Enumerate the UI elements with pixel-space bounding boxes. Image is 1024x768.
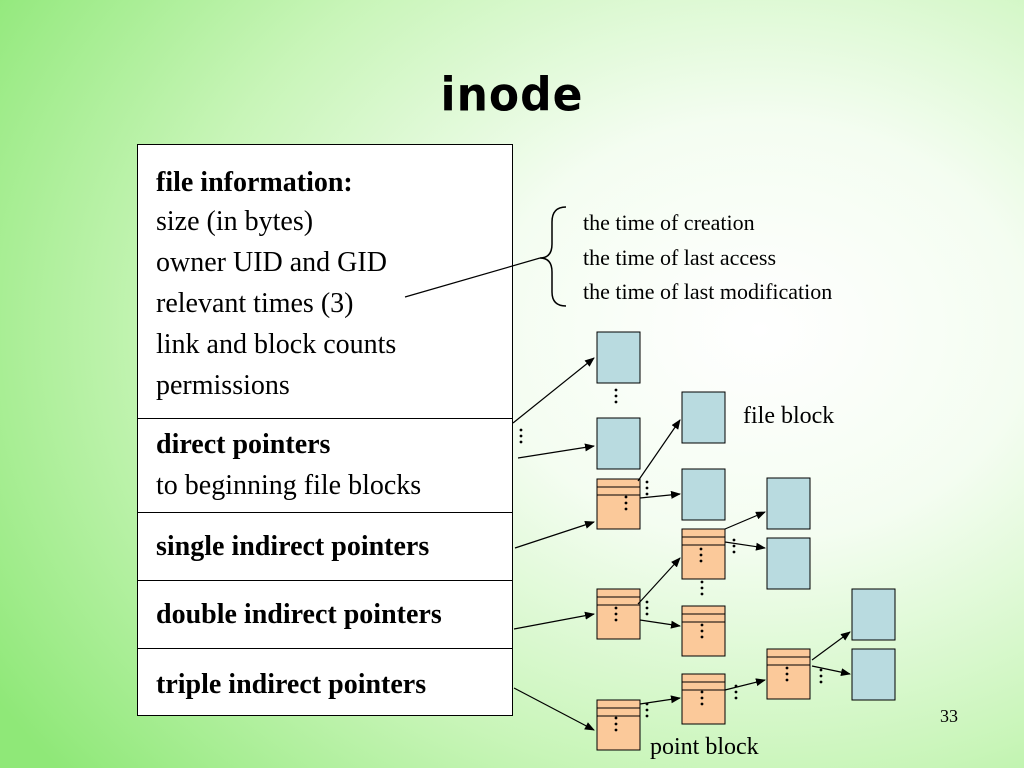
times-connector <box>404 257 541 298</box>
point-block <box>681 528 726 580</box>
file-block <box>596 331 641 384</box>
file-block <box>766 537 811 590</box>
point-block <box>681 605 726 657</box>
ellipsis-dots <box>624 495 628 511</box>
slide-title: inode <box>440 68 584 123</box>
pointer-arrow <box>639 490 681 499</box>
inode-table: file information: size (in bytes) owner … <box>137 144 513 716</box>
ellipsis-dots <box>819 668 823 684</box>
counts-line: link and block counts <box>156 329 397 360</box>
triple-indirect-section: triple indirect pointers <box>138 649 512 717</box>
ellipsis-dots <box>734 684 738 700</box>
file-information-section: file information: size (in bytes) owner … <box>138 145 512 419</box>
direct-pointers-heading: direct pointers <box>156 429 331 460</box>
point-block <box>596 588 641 640</box>
pointer-arrow <box>514 521 595 549</box>
file-block <box>596 417 641 470</box>
pointer-arrow <box>639 619 681 629</box>
time-of-last-modification: the time of last modification <box>583 279 833 304</box>
owner-line: owner UID and GID <box>156 247 387 278</box>
size-line: size (in bytes) <box>156 206 314 237</box>
times-brace <box>539 206 567 307</box>
file-block <box>681 468 726 521</box>
pointer-arrow <box>724 541 766 551</box>
permissions-line: permissions <box>156 370 290 401</box>
ellipsis-dots <box>645 702 649 718</box>
file-block <box>766 477 811 530</box>
pointer-arrow <box>724 511 766 530</box>
direct-pointers-sub: to beginning file blocks <box>156 470 422 501</box>
single-indirect-label: single indirect pointers <box>156 531 430 562</box>
ellipsis-dots <box>785 666 789 682</box>
file-block-label: file block <box>743 403 835 429</box>
pointer-arrow <box>811 631 851 661</box>
time-of-creation: the time of creation <box>583 210 755 235</box>
file-block <box>851 648 896 701</box>
relevant-times-line: relevant times (3) <box>156 288 354 319</box>
point-block <box>596 478 641 530</box>
ellipsis-dots <box>614 606 618 622</box>
page-number: 33 <box>940 706 958 726</box>
ellipsis-dots <box>519 428 523 444</box>
file-information-heading: file information: <box>156 167 353 198</box>
point-block-label: point block <box>650 734 759 760</box>
time-of-last-access: the time of last access <box>583 245 777 270</box>
ellipsis-dots <box>732 538 736 554</box>
pointer-arrow <box>513 687 595 731</box>
double-indirect-section: double indirect pointers <box>138 581 512 649</box>
pointer-arrow <box>811 665 851 677</box>
ellipsis-dots <box>700 623 704 639</box>
ellipsis-dots <box>614 388 618 404</box>
point-block <box>596 699 641 751</box>
pointer-arrow <box>517 443 595 459</box>
ellipsis-dots <box>700 580 704 596</box>
point-block <box>766 648 811 700</box>
ellipsis-dots <box>614 716 618 732</box>
pointer-arrow <box>637 419 681 482</box>
double-indirect-label: double indirect pointers <box>156 599 442 630</box>
triple-indirect-label: triple indirect pointers <box>156 669 427 700</box>
pointer-arrow <box>513 611 595 630</box>
file-block <box>681 391 726 444</box>
ellipsis-dots <box>645 600 649 616</box>
ellipsis-dots <box>699 547 703 563</box>
pointer-arrow <box>637 557 681 605</box>
direct-pointers-section: direct pointers to beginning file blocks <box>138 419 512 513</box>
file-block <box>851 588 896 641</box>
pointer-arrow <box>724 678 766 691</box>
ellipsis-dots <box>700 690 704 706</box>
point-block <box>681 673 726 725</box>
pointer-arrow <box>512 357 595 424</box>
single-indirect-section: single indirect pointers <box>138 513 512 581</box>
ellipsis-dots <box>645 480 649 496</box>
